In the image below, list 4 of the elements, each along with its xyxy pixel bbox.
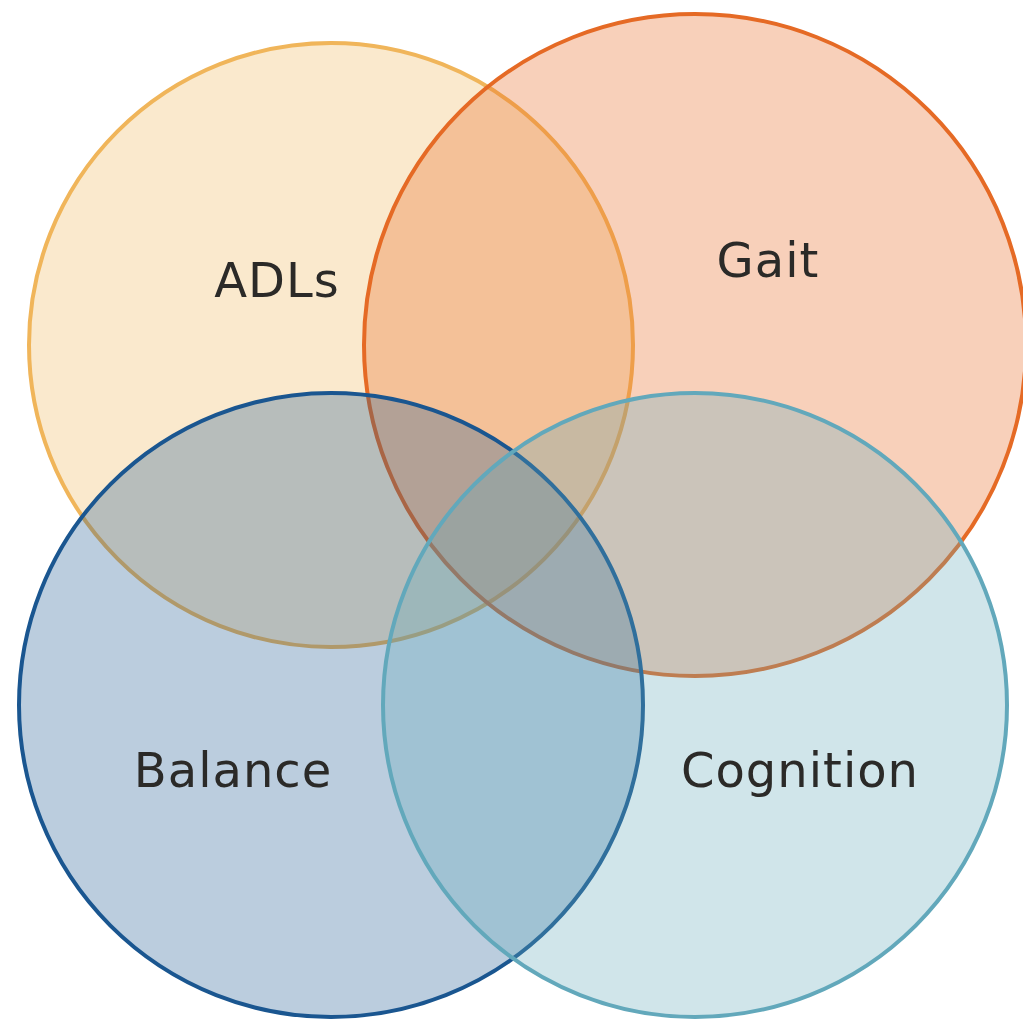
circle-label: ADLs xyxy=(214,252,340,308)
circle-label: Cognition xyxy=(680,742,920,798)
circle-label: Gait xyxy=(716,232,820,288)
circle-label: Balance xyxy=(133,742,333,798)
